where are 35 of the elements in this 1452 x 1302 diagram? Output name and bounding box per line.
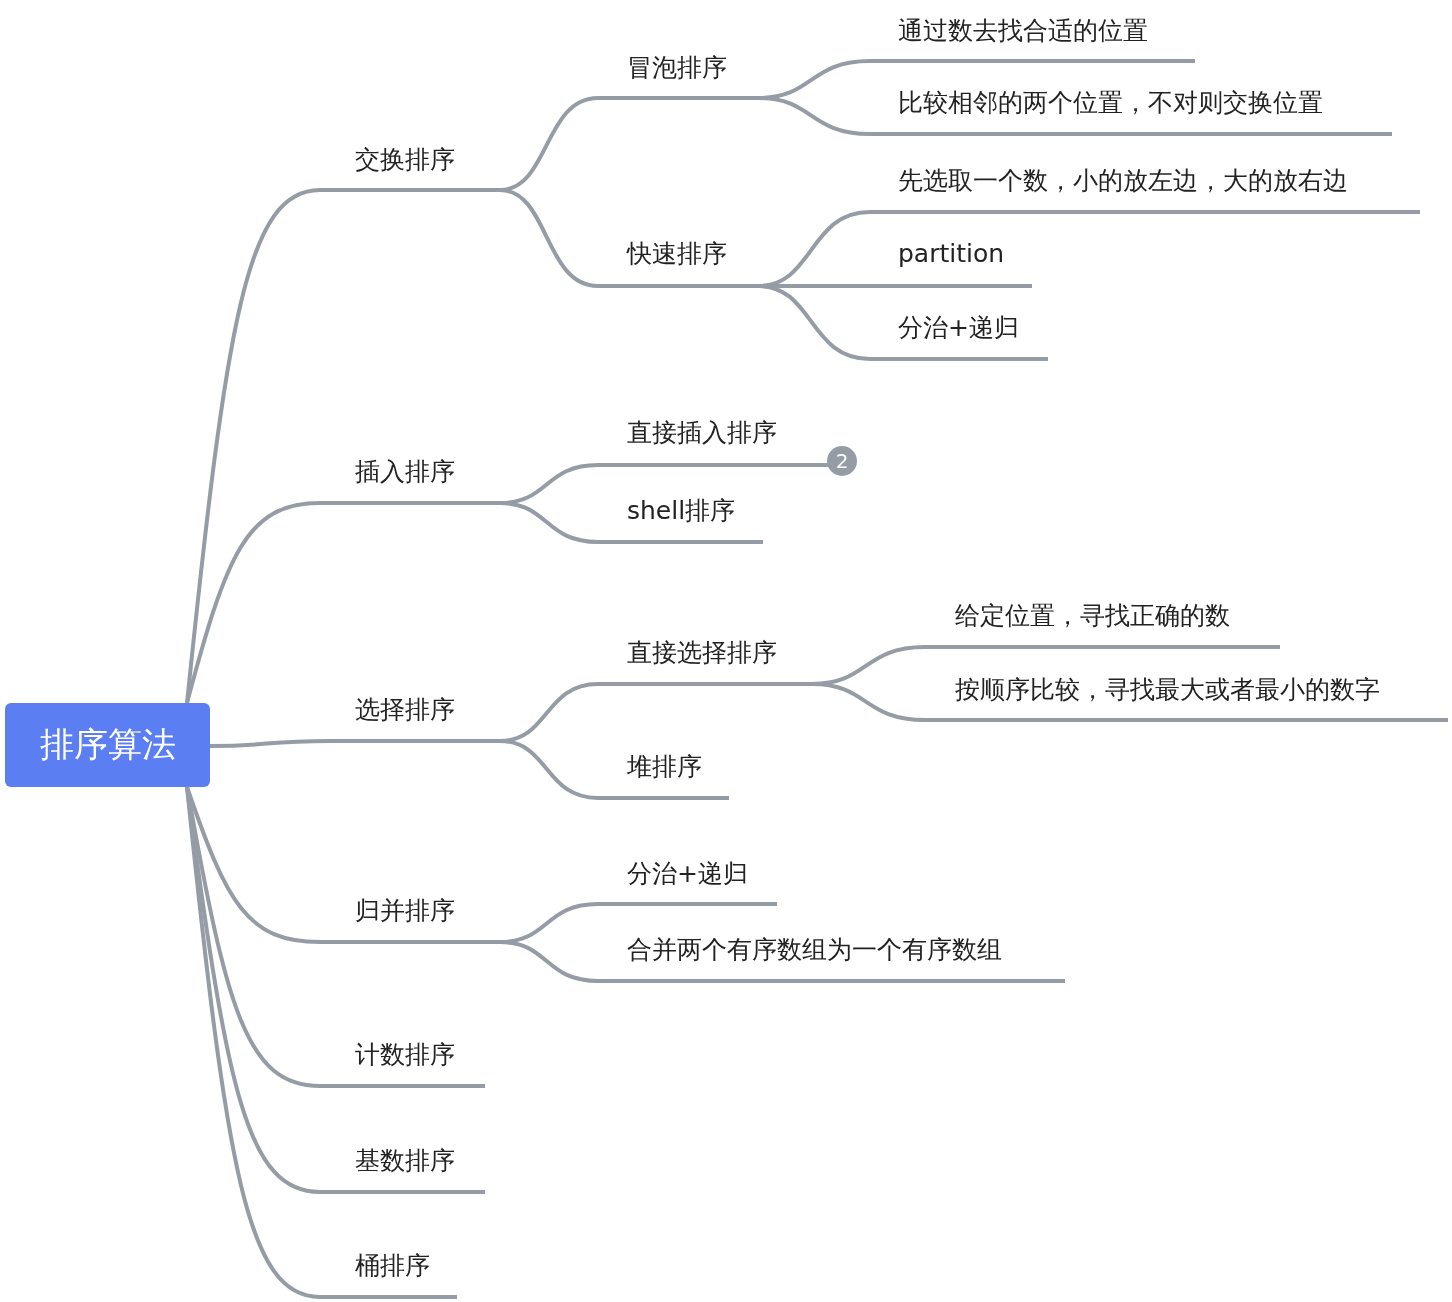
branch-line <box>185 501 321 704</box>
branch-topic: 选择排序 <box>330 693 500 743</box>
branch-topic: 直接插入排序 <box>598 416 830 467</box>
branch-line <box>185 786 321 1299</box>
root-topic-box: 排序算法 <box>5 703 210 787</box>
branch-topic: 交换排序 <box>320 143 500 192</box>
branch-topic: 计数排序 <box>320 1038 485 1088</box>
branch-topic: 桶排序 <box>320 1249 457 1299</box>
branch-topic: 堆排序 <box>598 750 729 800</box>
branch-topic: 直接选择排序 <box>598 636 812 686</box>
branch-line <box>499 739 599 800</box>
branch-topic: 分治+递归 <box>870 311 1048 361</box>
branch-line <box>757 96 871 136</box>
branch-line <box>185 188 321 704</box>
branch-topic: 插入排序 <box>320 455 500 505</box>
branch-line <box>757 284 871 361</box>
branch-topic: 按顺序比较，寻找最大或者最小的数字 <box>925 673 1448 722</box>
branch-topic: 基数排序 <box>320 1144 485 1194</box>
branch-topic: 分治+递归 <box>598 857 777 906</box>
branch-line <box>499 188 599 288</box>
branch-topic: 冒泡排序 <box>598 51 758 100</box>
branch-line <box>210 739 330 748</box>
branch-topic: partition <box>870 237 1032 288</box>
branch-line <box>499 501 599 544</box>
branch-topic: 通过数去找合适的位置 <box>870 14 1195 63</box>
count-badge: 2 <box>827 446 857 476</box>
branch-topic: 快速排序 <box>598 237 758 288</box>
branch-line <box>499 940 599 983</box>
branch-topic: 归并排序 <box>320 894 500 944</box>
branch-topic: 先选取一个数，小的放左边，大的放右边 <box>870 164 1420 214</box>
branch-topic: 合并两个有序数组为一个有序数组 <box>598 933 1065 983</box>
branch-line <box>811 682 926 722</box>
branch-topic: 给定位置，寻找正确的数 <box>925 599 1280 649</box>
branch-topic: shell排序 <box>598 494 763 544</box>
branch-topic: 比较相邻的两个位置，不对则交换位置 <box>870 86 1392 136</box>
